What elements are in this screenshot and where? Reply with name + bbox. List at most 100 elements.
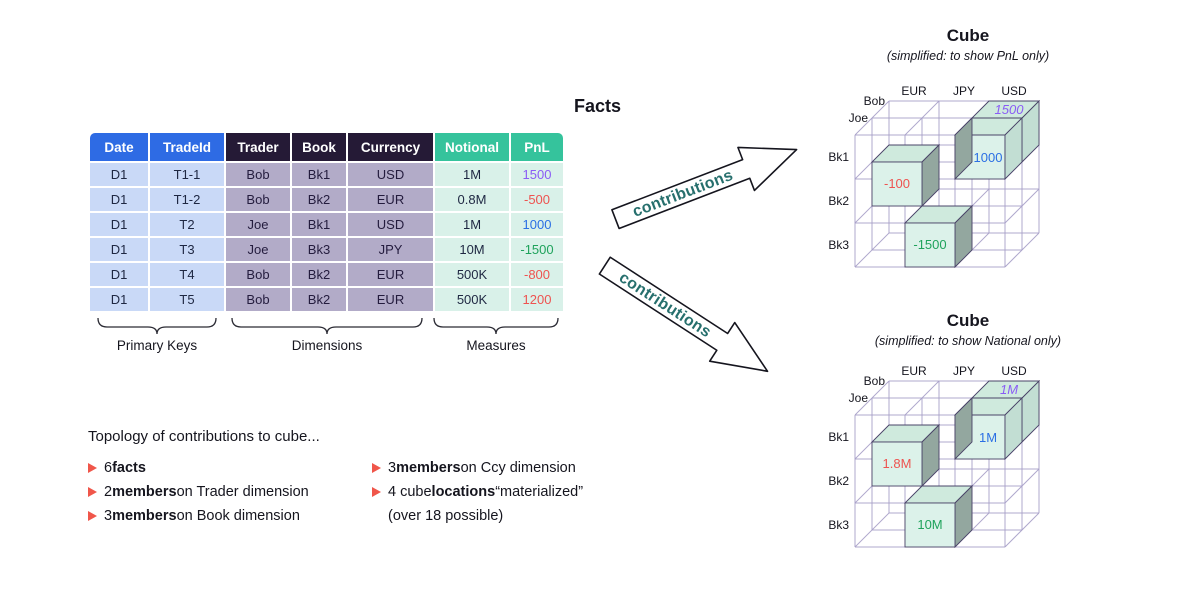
cell: Bk2	[292, 263, 346, 286]
cube2-diagram: 1M 1.8M 1M 10M EUR JPY USD Bob Joe Bk1 B…	[828, 364, 1041, 549]
wireframe-line	[904, 380, 940, 416]
fact-row: D1 T1-2 Bob Bk2 EUR 0.8M -500	[90, 188, 563, 211]
currency-axis-label: JPY	[953, 364, 975, 378]
wireframe-line	[1004, 512, 1040, 548]
arrow-outline	[611, 146, 798, 230]
book-axis-label: Bk3	[828, 238, 849, 252]
cube-cell-value: 10M	[917, 517, 942, 532]
cell: EUR	[348, 188, 433, 211]
pnl-cell: 1500	[511, 163, 563, 186]
fact-row: D1 T1-1 Bob Bk1 USD 1M 1500	[90, 163, 563, 186]
cell: Bob	[226, 288, 290, 311]
col-header-pnl: PnL	[511, 133, 563, 161]
facts-table: Date TradeId Trader Book Currency Notion…	[88, 131, 565, 313]
pnl-cell: 1200	[511, 288, 563, 311]
topology-bullet: 6 facts	[88, 460, 309, 476]
wireframe-line	[1004, 188, 1040, 224]
bullet-text: 4 cube	[388, 484, 432, 500]
cube-cell-value: -1500	[913, 237, 946, 252]
wireframe-line	[854, 380, 890, 416]
pnl-cell: 1000	[511, 213, 563, 236]
cube-cell-bob-bk2-eur: 1.8M	[870, 423, 941, 488]
wireframe-line	[854, 512, 890, 548]
bullet-text: 2	[104, 484, 113, 500]
col-header-notional: Notional	[435, 133, 509, 161]
cube-cell-bob-bk1-usd: 1M	[970, 379, 1041, 444]
cell: T4	[150, 263, 224, 286]
bullet-arrow-icon	[372, 487, 381, 497]
bullet-text: (over 18 possible)	[388, 508, 504, 524]
bullet-bold: facts	[112, 460, 146, 476]
cell: D1	[90, 263, 148, 286]
measures-label: Measures	[466, 338, 526, 353]
cell: 500K	[435, 288, 509, 311]
bullet-bold: locations	[431, 484, 496, 500]
cell: EUR	[348, 263, 433, 286]
cube-cell-joe-bk3-jpy: -1500	[903, 204, 974, 269]
cell: T3	[150, 238, 224, 261]
bullet-arrow-icon	[88, 463, 97, 473]
bullet-text: 3	[104, 508, 113, 524]
pnl-cell: -500	[511, 188, 563, 211]
col-header-trader: Trader	[226, 133, 290, 161]
wireframe-line	[904, 100, 940, 136]
book-axis-label: Bk2	[828, 194, 849, 208]
cube-cell-joe-bk3-jpy: 10M	[903, 484, 974, 549]
dimensions-brace	[231, 317, 423, 335]
col-header-date: Date	[90, 133, 148, 161]
cell: 10M	[435, 238, 509, 261]
wireframe-line	[1004, 232, 1040, 268]
fact-row: D1 T2 Joe Bk1 USD 1M 1000	[90, 213, 563, 236]
arrow-label: contributions	[630, 167, 735, 221]
cell: T5	[150, 288, 224, 311]
cell: T2	[150, 213, 224, 236]
cell: D1	[90, 288, 148, 311]
cell: 500K	[435, 263, 509, 286]
cell: Bk1	[292, 163, 346, 186]
bullet-arrow-icon	[88, 487, 97, 497]
wireframe-line	[854, 100, 890, 136]
arrow-outline	[598, 256, 769, 373]
cell: Bk3	[292, 238, 346, 261]
wireframe-line	[854, 232, 890, 268]
cell: Bk2	[292, 188, 346, 211]
wireframe-line	[1004, 468, 1040, 504]
cell: Bk1	[292, 213, 346, 236]
cell: D1	[90, 238, 148, 261]
col-header-currency: Currency	[348, 133, 433, 161]
currency-axis-label: USD	[1001, 364, 1027, 378]
col-header-tradeid: TradeId	[150, 133, 224, 161]
bullet-text: “materialized”	[495, 484, 584, 500]
pnl-cell: -1500	[511, 238, 563, 261]
currency-axis-label: EUR	[901, 364, 927, 378]
trader-axis-label: Bob	[864, 94, 886, 108]
cube1-title: Cube	[946, 26, 990, 45]
cube-cell-value: 1000	[974, 150, 1003, 165]
cube-cell-bob-bk2-eur: -100	[870, 143, 941, 208]
cube1-subtitle: (simplified: to show PnL only)	[886, 49, 1050, 63]
cube-cell-value: 1M	[1000, 382, 1018, 397]
primary-keys-brace	[97, 317, 217, 335]
book-axis-label: Bk1	[828, 430, 849, 444]
topology-bullet: 3 members on Ccy dimension	[372, 460, 583, 476]
cell: D1	[90, 213, 148, 236]
measures-brace	[433, 317, 559, 335]
fact-row: D1 T5 Bob Bk2 EUR 500K 1200	[90, 288, 563, 311]
topology-list-right: 3 members on Ccy dimension 4 cube locati…	[372, 460, 583, 532]
contributions-arrow-bottom: contributions	[587, 240, 786, 398]
bullet-arrow-icon	[372, 463, 381, 473]
cube2-title: Cube	[946, 311, 990, 330]
cell: Joe	[226, 213, 290, 236]
cell: Joe	[226, 238, 290, 261]
trader-axis-label: Joe	[849, 111, 869, 125]
cell: JPY	[348, 238, 433, 261]
cube-cell-value: -100	[884, 176, 910, 191]
topology-bullet: 3 members on Book dimension	[88, 508, 309, 524]
bullet-bold: members	[112, 508, 177, 524]
bullet-text: on Ccy dimension	[460, 460, 576, 476]
bullet-text: 3	[388, 460, 397, 476]
currency-axis-label: EUR	[901, 84, 927, 98]
topology-heading: Topology of contributions to cube...	[88, 428, 320, 445]
book-axis-label: Bk1	[828, 150, 849, 164]
